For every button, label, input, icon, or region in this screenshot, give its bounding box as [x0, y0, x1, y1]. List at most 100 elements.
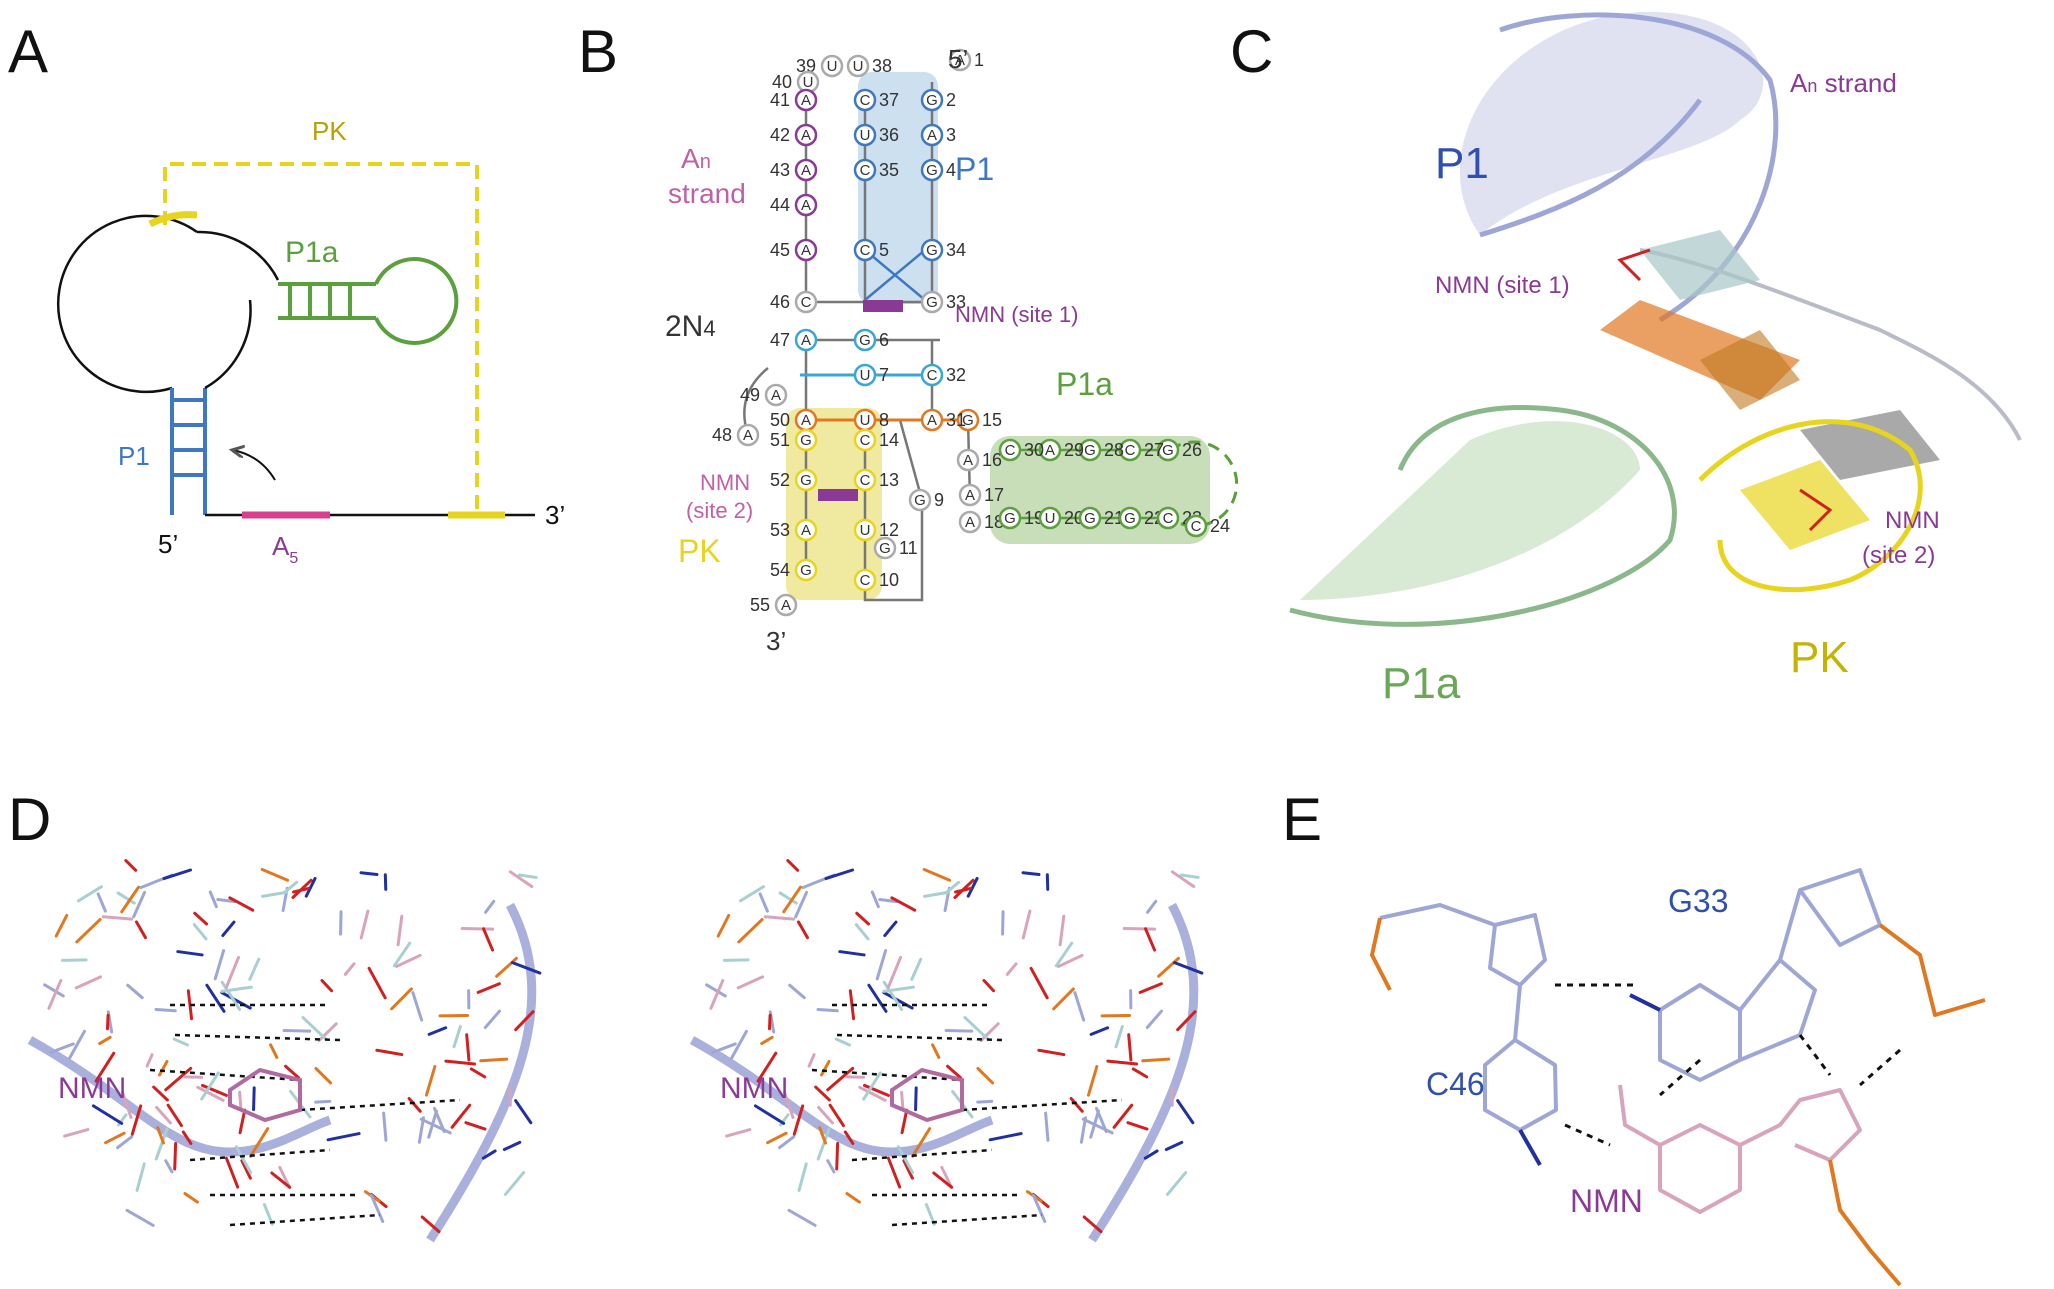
stick-bond — [817, 1105, 834, 1125]
d-nmn-left: NMN — [58, 1072, 126, 1105]
stick-bond — [508, 870, 534, 889]
nt-34 — [920, 238, 944, 262]
stick-bond — [390, 987, 413, 1011]
nt-base-29: A — [1045, 442, 1055, 459]
nt-43 — [794, 158, 818, 182]
stick-bond — [705, 983, 727, 998]
nt-num-3: 3 — [946, 125, 956, 145]
nt-9 — [908, 488, 932, 512]
stick-bond — [43, 983, 65, 998]
stick-bond — [737, 918, 764, 944]
nt-base-42: A — [801, 127, 811, 144]
stereo-left — [27, 859, 542, 1243]
stick-bond — [826, 1066, 855, 1092]
stick-bond — [396, 914, 404, 947]
e-hbonds — [1555, 983, 1901, 1147]
b-p1-label: P1 — [955, 151, 994, 187]
stick-bond — [367, 966, 387, 1000]
stick-bond — [1021, 909, 1032, 940]
stick-bond — [1179, 873, 1200, 879]
nt-11 — [873, 536, 897, 560]
stick-bond — [875, 949, 888, 981]
pk-cartoon — [1698, 419, 1923, 593]
nt-num-6: 6 — [879, 330, 889, 350]
stick-bond — [954, 886, 973, 894]
hbond — [229, 1213, 381, 1227]
nmn-site2-marker — [818, 489, 858, 501]
stick-bond — [483, 1009, 502, 1029]
stick-bond — [1081, 1117, 1114, 1135]
nt-num-35: 35 — [879, 160, 899, 180]
stick-bond — [152, 1085, 169, 1102]
stick-bond — [797, 920, 809, 940]
nt-num-46: 46 — [770, 292, 790, 312]
five-prime: 5’ — [158, 529, 178, 559]
twoN-label: 2N4 — [665, 310, 716, 343]
nt-num-41: 41 — [770, 90, 790, 110]
stick-bond — [74, 975, 103, 990]
nt-num-21: 21 — [1104, 508, 1124, 528]
stick-bond — [200, 1071, 220, 1101]
stick-bond — [510, 961, 542, 975]
stick-bond — [262, 1202, 274, 1226]
stick-bond — [135, 920, 147, 940]
nt-base-15: G — [962, 412, 974, 429]
stick-bond — [317, 1022, 338, 1042]
stick-bond — [407, 1096, 422, 1113]
stick-bond — [481, 1149, 497, 1160]
stick-bond — [369, 1193, 385, 1223]
pk-shade — [786, 408, 882, 600]
stick-bond — [834, 1037, 852, 1047]
stick-bond — [427, 1109, 438, 1139]
nt-num-24: 24 — [1210, 516, 1230, 536]
nt-17 — [958, 483, 982, 507]
stick-bond — [411, 991, 424, 1022]
stick-bond — [923, 890, 950, 898]
nt-13 — [853, 468, 877, 492]
nmn-ring — [228, 1067, 302, 1123]
nt-num-33: 33 — [946, 292, 966, 312]
stick-bond — [862, 1071, 882, 1101]
nt-45 — [794, 238, 818, 262]
stick-bond — [882, 991, 914, 1010]
stick-bond — [304, 876, 317, 898]
stick-bond — [158, 1059, 169, 1077]
nt-47 — [794, 328, 818, 352]
stick-bond — [1069, 1096, 1084, 1113]
stick-bond — [870, 890, 880, 909]
panel-d-letter: D — [8, 786, 51, 853]
stick-bond — [359, 871, 379, 877]
stick-bond — [154, 1008, 177, 1013]
nt-base-12: U — [860, 522, 871, 539]
nt-num-9: 9 — [934, 490, 944, 510]
stick-bond — [855, 911, 871, 926]
stick-bond — [1086, 1065, 1099, 1097]
stick-bond — [75, 918, 102, 944]
stick-bond — [314, 1099, 332, 1104]
nt-27 — [1118, 438, 1142, 462]
nt-num-37: 37 — [879, 90, 899, 110]
nt-44 — [794, 193, 818, 217]
stick-bond — [68, 1029, 87, 1060]
nt-num-44: 44 — [770, 195, 790, 215]
stick-bond — [814, 1085, 831, 1102]
nt-num-13: 13 — [879, 470, 899, 490]
p1a-stem — [278, 282, 376, 320]
stick-bond — [181, 1130, 193, 1145]
stick-bond — [220, 991, 252, 1010]
nt-base-48: A — [743, 427, 753, 444]
stick-bond — [818, 1126, 827, 1145]
stick-bond — [867, 983, 888, 1013]
stick-bond — [196, 1085, 225, 1102]
stick-bond — [946, 1064, 963, 1080]
hbond — [891, 1213, 1043, 1227]
stick-bond — [216, 898, 237, 904]
stick-bond — [900, 1090, 905, 1112]
stick-bond — [452, 1025, 462, 1049]
nt-10 — [853, 568, 877, 592]
stick-bond — [1112, 1103, 1134, 1129]
nt-24 — [1184, 514, 1208, 538]
stick-bond — [1143, 1149, 1159, 1160]
nt-base-43: A — [801, 162, 811, 179]
